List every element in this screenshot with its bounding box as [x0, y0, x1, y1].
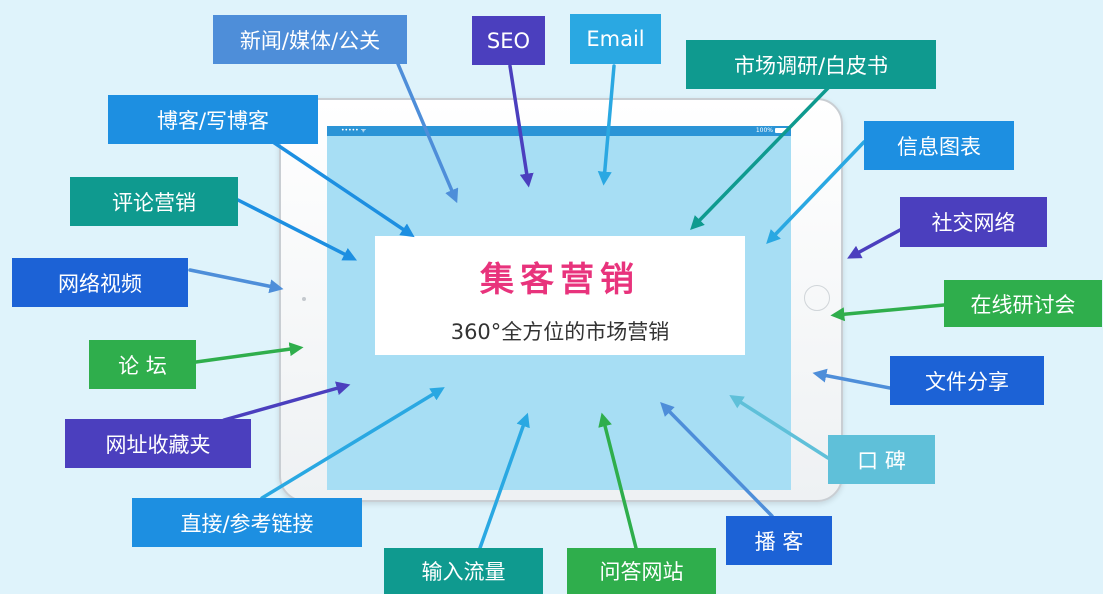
arrow-online-video	[188, 268, 284, 294]
label-social-network: 社交网络	[900, 197, 1047, 247]
arrow-input-traffic	[478, 412, 530, 550]
arrow-bookmarks	[222, 381, 351, 422]
label-podcast: 播 客	[726, 516, 832, 565]
label-forum: 论 坛	[89, 340, 196, 389]
arrow-forum	[194, 342, 304, 364]
label-bookmarks: 网址收藏夹	[65, 419, 251, 468]
arrow-news-media-pr	[396, 62, 459, 204]
arrow-blog	[268, 138, 415, 238]
label-news-media-pr: 新闻/媒体/公关	[213, 15, 407, 64]
arrow-social-network	[847, 228, 902, 259]
tablet-home-button	[804, 285, 830, 311]
label-qa-sites: 问答网站	[567, 548, 716, 594]
label-webinar: 在线研讨会	[944, 280, 1102, 327]
label-direct-reference-links: 直接/参考链接	[132, 498, 362, 547]
arrow-email	[597, 64, 616, 186]
arrow-word-of-mouth	[729, 394, 830, 460]
label-comment-marketing: 评论营销	[70, 177, 238, 226]
label-email: Email	[570, 14, 661, 64]
label-file-sharing: 文件分享	[890, 356, 1044, 405]
battery-percent: 100%	[755, 127, 773, 134]
arrow-podcast	[660, 402, 774, 518]
diagram-subtitle: 360°全方位的市场营销	[450, 320, 670, 344]
label-blog: 博客/写博客	[108, 95, 318, 144]
arrow-market-research	[690, 84, 832, 231]
arrow-comment-marketing	[236, 198, 357, 261]
label-word-of-mouth: 口 碑	[828, 435, 935, 484]
arrow-webinar	[830, 303, 946, 322]
diagram-title: 集客营销	[480, 260, 640, 300]
label-input-traffic: 输入流量	[384, 548, 543, 594]
signal-icon: ••••• ᯤ	[341, 127, 367, 134]
battery-icon	[775, 128, 787, 133]
arrow-infographics	[766, 140, 866, 245]
center-card: 集客营销 360°全方位的市场营销	[375, 236, 745, 355]
arrow-file-sharing	[812, 368, 892, 390]
label-market-research: 市场调研/白皮书	[686, 40, 936, 89]
label-infographics: 信息图表	[864, 121, 1014, 170]
arrow-seo	[508, 64, 534, 188]
label-seo: SEO	[472, 16, 545, 65]
arrow-direct-links	[260, 387, 445, 500]
label-online-video: 网络视频	[12, 258, 188, 307]
tablet-camera	[302, 297, 306, 301]
tablet-status-bar: ••••• ᯤ 100%	[327, 126, 791, 136]
arrow-qa-sites	[598, 412, 638, 550]
